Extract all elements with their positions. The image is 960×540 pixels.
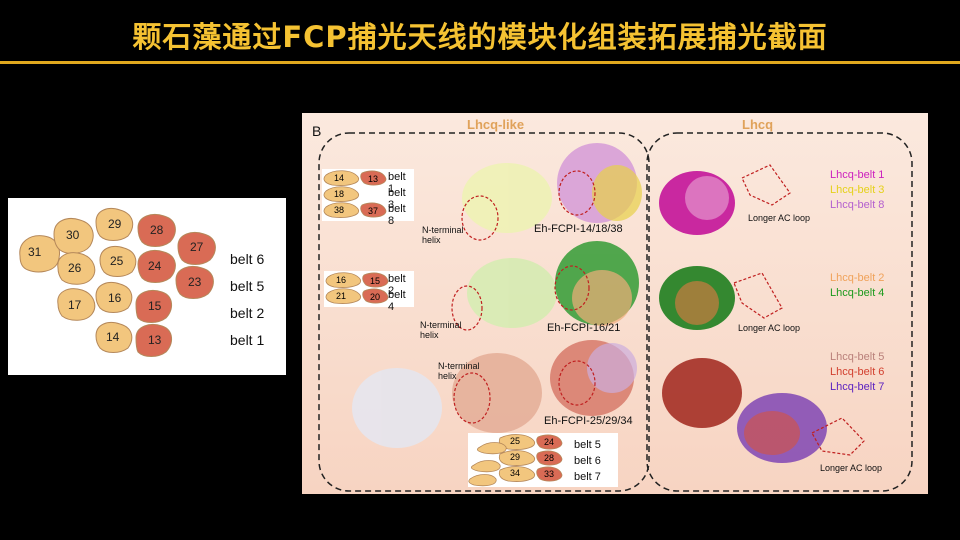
subunit-number: 24	[544, 437, 554, 447]
nterm-helix-label: N-terminal helix	[438, 361, 480, 381]
subunit-number: 30	[66, 228, 80, 242]
belt-label: belt 5	[230, 278, 265, 294]
row3-loop-highlight	[558, 360, 596, 406]
panel-letter: B	[312, 123, 322, 139]
belt-label: belt 6	[574, 455, 601, 467]
row2-protein-structures	[467, 241, 735, 330]
subunit-24	[137, 250, 176, 283]
subunit-number: 37	[368, 206, 378, 216]
subunit-number: 17	[68, 298, 82, 312]
subunit-number: 15	[370, 276, 380, 286]
subunit-27	[177, 232, 216, 265]
subunit-number: 15	[148, 299, 162, 313]
subunit-30	[53, 218, 94, 254]
row2-ac-loop-highlight	[733, 272, 783, 319]
lhcq-group-outline	[646, 132, 913, 492]
subunit-17	[57, 288, 96, 321]
row2-belt-box: 16 15 21 20 belt 2 belt 4	[324, 271, 414, 313]
belt-label: belt 5	[574, 439, 601, 451]
subunit-number: 13	[368, 174, 378, 184]
belt-schematic-panel: 31 30 29 28 27 26 25 24 23 17 16 15 14 1…	[8, 198, 286, 375]
legend-item: Lhcq-belt 3	[830, 184, 885, 196]
subunit-number: 26	[68, 261, 82, 275]
belt-label: belt 2	[230, 305, 265, 321]
belt-label: belt 4	[388, 289, 406, 313]
subunit-number: 23	[188, 275, 202, 289]
subunit-number: 28	[150, 223, 164, 237]
slide-title: 颗石藻通过FCP捕光天线的模块化组装拓展捕光截面	[132, 20, 828, 54]
subunit-26	[57, 252, 96, 285]
subunit-number: 16	[108, 291, 122, 305]
belt-label: belt 1	[388, 171, 406, 195]
subunit-number: 29	[510, 452, 520, 462]
ac-loop-label: Longer AC loop	[738, 323, 801, 333]
row1-nterm-highlight	[461, 195, 499, 241]
complex-label: Eh-FCPI-16/21	[547, 322, 621, 334]
row3-nterm-highlight	[453, 372, 491, 424]
nterm-helix-label: N-terminal helix	[422, 225, 464, 245]
subunit-29	[95, 208, 134, 241]
subunit-number: 14	[106, 330, 120, 344]
title-divider	[0, 61, 960, 64]
belt-label: belt 7	[574, 471, 601, 483]
legend-item: Lhcq-belt 2	[830, 272, 885, 284]
legend-item: Lhcq-belt 1	[830, 169, 885, 181]
group-heading-lhcq: Lhcq	[742, 117, 774, 132]
subunit-28	[137, 214, 176, 247]
belt-label: belt 1	[230, 332, 265, 348]
row3-ac-loop-highlight	[811, 417, 865, 456]
subunit-25	[99, 246, 137, 277]
subunit-number: 13	[148, 333, 162, 347]
legend-item: Lhcq-belt 7	[830, 381, 885, 393]
subunit-number: 14	[334, 173, 344, 183]
subunit-number: 33	[544, 469, 554, 479]
subunit-number: 25	[110, 254, 124, 268]
row2-nterm-highlight	[451, 285, 483, 331]
subunit-number: 16	[336, 275, 346, 285]
row3-belt-box: 25 24 29 28 34 33 belt 5 belt 6 belt 7	[468, 433, 618, 487]
subunit-number: 38	[334, 205, 344, 215]
ac-loop-label: Longer AC loop	[820, 463, 883, 473]
subunit-14	[95, 322, 133, 353]
subunit-16	[95, 282, 133, 313]
legend-item: Lhcq-belt 8	[830, 199, 885, 211]
subunit-number: 28	[544, 453, 554, 463]
legend-item: Lhcq-belt 4	[830, 287, 885, 299]
row1-loop-highlight	[558, 170, 596, 216]
legend-item: Lhcq-belt 5	[830, 351, 885, 363]
subunit-number: 29	[108, 217, 122, 231]
lhcq-like-group-outline	[318, 132, 650, 492]
subunit-23	[175, 266, 214, 299]
group-heading-lhcq-like: Lhcq-like	[467, 117, 525, 132]
legend-item: Lhcq-belt 6	[830, 366, 885, 378]
belt-label: belt 8	[388, 203, 406, 227]
belt-label: belt 6	[230, 251, 265, 267]
subunit-15	[135, 290, 172, 323]
complex-label: Eh-FCPI-14/18/38	[534, 223, 623, 235]
structure-illustration	[318, 132, 913, 492]
subunit-number: 27	[190, 240, 204, 254]
subunit-number: 25	[510, 436, 520, 446]
subunit-number: 34	[510, 468, 520, 478]
row1-belt-box: 14 13 18 38 37 belt 1 belt 3 belt 8	[322, 169, 414, 227]
ac-loop-label: Longer AC loop	[748, 213, 811, 223]
nterm-helix-label: N-terminal helix	[420, 320, 462, 340]
structure-comparison-figure: B Lhcq-like Lhcq	[302, 113, 928, 494]
complex-label: Eh-FCPI-25/29/34	[544, 415, 633, 427]
row1-ac-loop-highlight	[741, 164, 791, 206]
subunit-number: 20	[370, 292, 380, 302]
row1-protein-structures	[462, 143, 735, 235]
subunit-number: 21	[336, 291, 346, 301]
subunit-number: 31	[28, 245, 42, 259]
subunit-number: 24	[148, 259, 162, 273]
belt-schematic-diagram: 31 30 29 28 27 26 25 24 23 17 16 15 14 1…	[19, 208, 216, 357]
subunit-13	[135, 324, 172, 357]
belt-label: belt 3	[388, 187, 406, 211]
belt-label: belt 2	[388, 273, 406, 297]
subunit-number: 18	[334, 189, 344, 199]
row3-protein-structures	[352, 340, 827, 463]
row2-loop-highlight	[554, 265, 590, 311]
